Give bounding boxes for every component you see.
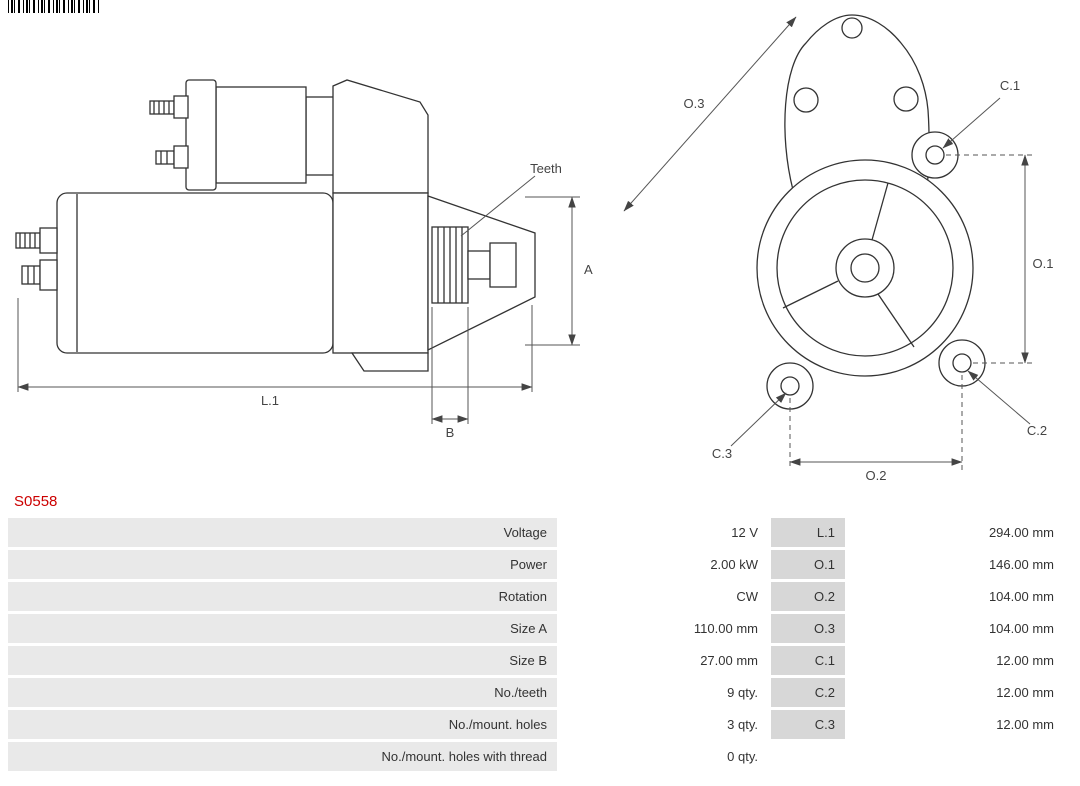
teeth-leader-line	[460, 175, 536, 237]
leader-c2	[967, 370, 1031, 425]
dim-value: 146.00 mm	[848, 550, 1064, 579]
teeth-label: Teeth	[530, 161, 562, 176]
dim-value: 12.00 mm	[848, 678, 1064, 707]
spec-value: 12 V	[560, 518, 768, 547]
dim-key: L.1	[771, 518, 845, 547]
dim-value: 294.00 mm	[848, 518, 1064, 547]
mounting-hole-c1	[925, 145, 945, 165]
spec-row: No./teeth 9 qty. C.2 12.00 mm	[8, 678, 1064, 707]
side-view	[15, 79, 536, 372]
spec-value: 27.00 mm	[560, 646, 768, 675]
spec-label: Size B	[8, 646, 557, 675]
dim-value: 104.00 mm	[848, 614, 1064, 643]
dim-key: O.3	[771, 614, 845, 643]
dim-key: C.2	[771, 678, 845, 707]
solenoid	[149, 79, 335, 191]
spec-row: Rotation CW O.2 104.00 mm	[8, 582, 1064, 611]
spec-row: Size B 27.00 mm C.1 12.00 mm	[8, 646, 1064, 675]
starter-motor-drawing: Teeth A L.1 B	[15, 14, 1054, 483]
dim-label-c2: C.2	[1027, 423, 1047, 438]
spec-label: No./mount. holes	[8, 710, 557, 739]
dim-label-l1: L.1	[261, 393, 279, 408]
spec-label: Rotation	[8, 582, 557, 611]
dim-label-c1: C.1	[1000, 78, 1020, 93]
dim-value: 12.00 mm	[848, 710, 1064, 739]
technical-drawings: Teeth A L.1 B	[8, 0, 1054, 483]
spec-value: 9 qty.	[560, 678, 768, 707]
dim-label-o1: O.1	[1033, 256, 1054, 271]
dim-line-o3	[623, 16, 797, 212]
dim-key	[771, 742, 845, 771]
dim-value: 104.00 mm	[848, 582, 1064, 611]
spec-row: Size A 110.00 mm O.3 104.00 mm	[8, 614, 1064, 643]
front-view-dimensions	[623, 16, 1032, 470]
dim-label-o2: O.2	[866, 468, 887, 483]
spec-label: Voltage	[8, 518, 557, 547]
side-view-dimensions	[17, 175, 580, 424]
dim-key: O.1	[771, 550, 845, 579]
spec-value: CW	[560, 582, 768, 611]
dim-value: 12.00 mm	[848, 646, 1064, 675]
dim-value	[848, 742, 1064, 771]
part-number: S0558	[14, 493, 58, 510]
leader-c1	[942, 97, 1001, 149]
spec-label: No./mount. holes with thread	[8, 742, 557, 771]
spec-row: No./mount. holes with thread 0 qty.	[8, 742, 1064, 771]
dim-key: O.2	[771, 582, 845, 611]
spec-value: 0 qty.	[560, 742, 768, 771]
terminal-bolts-left	[15, 227, 58, 291]
leader-c3	[730, 392, 787, 447]
dim-key: C.3	[771, 710, 845, 739]
spec-value: 2.00 kW	[560, 550, 768, 579]
spec-label: Size A	[8, 614, 557, 643]
spec-value: 3 qty.	[560, 710, 768, 739]
front-view	[756, 14, 986, 410]
dim-key: C.1	[771, 646, 845, 675]
dim-label-b: B	[446, 425, 455, 440]
spec-row: Power 2.00 kW O.1 146.00 mm	[8, 550, 1064, 579]
spec-row: No./mount. holes 3 qty. C.3 12.00 mm	[8, 710, 1064, 739]
dim-label-o3: O.3	[684, 96, 705, 111]
spec-label: Power	[8, 550, 557, 579]
dim-label-a: A	[584, 262, 593, 277]
dim-label-c3: C.3	[712, 446, 732, 461]
front-view-labels: O.3 C.1 O.1 C.3 O.2 C.2	[684, 78, 1054, 483]
spec-row: Voltage 12 V L.1 294.00 mm	[8, 518, 1064, 547]
spec-label: No./teeth	[8, 678, 557, 707]
spec-value: 110.00 mm	[560, 614, 768, 643]
side-view-labels: Teeth A L.1 B	[261, 161, 593, 440]
mounting-hole-c2	[952, 353, 972, 373]
mounting-hole-c3	[780, 376, 800, 396]
motor-body	[56, 192, 334, 354]
drive-end-bracket	[332, 79, 536, 372]
spec-table: Voltage 12 V L.1 294.00 mm Power 2.00 kW…	[5, 515, 1067, 774]
barcode-icon	[8, 0, 100, 13]
